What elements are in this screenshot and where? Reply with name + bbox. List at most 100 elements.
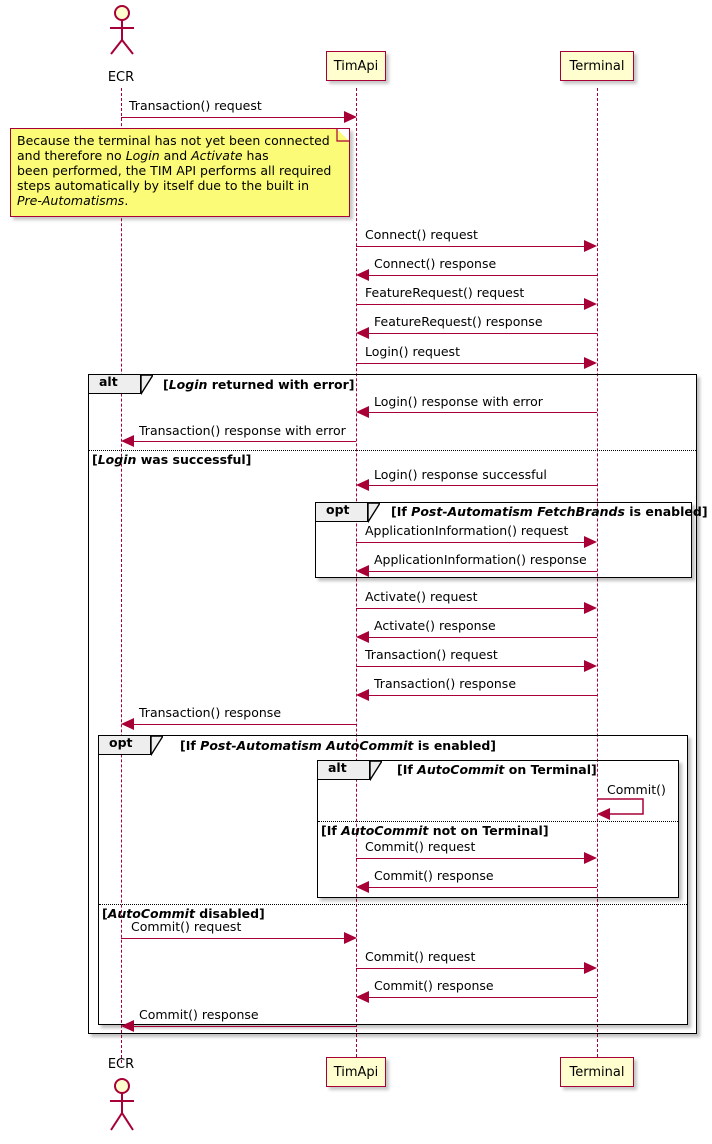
actor-ecr-top[interactable] xyxy=(103,4,141,56)
message-label-commit-request-inner: Commit() request xyxy=(365,839,476,854)
arrowhead-left-connect-response xyxy=(356,269,369,281)
participant-terminal-bottom[interactable]: Terminal xyxy=(560,1057,634,1087)
message-line-activate-request xyxy=(356,608,591,609)
lifeline-terminal xyxy=(597,88,598,1057)
note-line-3: been performed, the TIM API performs all… xyxy=(17,163,332,178)
group-alt-login xyxy=(88,374,697,1034)
message-line-featurerequest-request xyxy=(356,304,591,305)
message-label-login-response-error: Login() response with error xyxy=(374,394,543,409)
arrowhead-right-featurerequest-request xyxy=(584,298,597,310)
message-line-commit-request-term xyxy=(356,968,591,969)
group-opt-autocommit-else-label: [AutoCommit disabled] xyxy=(102,906,265,921)
message-line-connect-response xyxy=(362,275,597,276)
participant-timapi-top-label: TimApi xyxy=(333,58,379,74)
arrowhead-left-commit-response-term xyxy=(356,991,369,1003)
group-opt-autocommit-tab: opt xyxy=(99,736,151,755)
participant-terminal-top[interactable]: Terminal xyxy=(560,51,634,81)
arrowhead-left-login-response-error xyxy=(356,406,369,418)
message-line-login-request xyxy=(356,363,591,364)
note-fold-icon xyxy=(336,129,349,142)
arrowhead-right-appinfo-request xyxy=(584,536,597,548)
arrowhead-left-commit-response-ecr xyxy=(121,1020,134,1032)
message-label-commit-request-term: Commit() request xyxy=(365,949,476,964)
message-line-activate-response xyxy=(362,637,597,638)
message-line-connect-request xyxy=(356,246,591,247)
arrowhead-left-appinfo-response xyxy=(356,565,369,577)
arrowhead-left-transaction-response-inner xyxy=(356,689,369,701)
arrowhead-right-transaction-request-2 xyxy=(584,660,597,672)
message-line-transaction-request xyxy=(121,117,351,118)
message-label-connect-response: Connect() response xyxy=(374,256,497,271)
arrowhead-left-activate-response xyxy=(356,631,369,643)
participant-timapi-bottom-label: TimApi xyxy=(333,1064,379,1080)
actor-ecr-top-label: ECR xyxy=(107,70,135,85)
message-label-commit-response-ecr: Commit() response xyxy=(139,1007,259,1022)
message-label-transaction-response-error: Transaction() response with error xyxy=(139,423,346,438)
participant-timapi-top[interactable]: TimApi xyxy=(326,51,386,81)
message-label-appinfo-request: ApplicationInformation() request xyxy=(365,523,569,538)
arrowhead-right-commit-request-inner xyxy=(584,852,597,864)
group-opt-fetchbrands-keyword: opt xyxy=(326,502,350,517)
group-alt-autocommit-terminal-else-label: [If AutoCommit not on Terminal] xyxy=(321,823,549,838)
note-pre-automatisms: Because the terminal has not yet been co… xyxy=(10,128,350,217)
message-line-appinfo-response xyxy=(362,571,597,572)
arrowhead-left-transaction-response-error xyxy=(121,435,134,447)
message-label-commit-self: Commit() xyxy=(607,782,666,797)
group-alt-autocommit-terminal-tab: alt xyxy=(318,761,370,780)
note-line-1: Because the terminal has not yet been co… xyxy=(17,133,330,148)
message-label-featurerequest-response: FeatureRequest() response xyxy=(374,314,543,329)
arrowhead-right-commit-request-term xyxy=(584,962,597,974)
message-label-transaction-response-inner: Transaction() response xyxy=(374,676,517,691)
note-line-5: Pre-Automatisms. xyxy=(17,193,129,208)
group-alt-autocommit-terminal-tab-corner-icon xyxy=(370,761,382,781)
group-opt-autocommit-keyword: opt xyxy=(109,735,133,750)
message-label-appinfo-response: ApplicationInformation() response xyxy=(374,552,587,567)
message-line-transaction-request-2 xyxy=(356,666,591,667)
group-opt-fetchbrands-tab: opt xyxy=(316,503,368,522)
group-alt-autocommit-terminal xyxy=(317,760,679,898)
message-label-login-response-successful: Login() response successful xyxy=(374,467,547,482)
message-line-commit-response-term xyxy=(362,997,597,998)
group-alt-login-title: [Login returned with error] xyxy=(163,377,355,392)
message-label-connect-request: Connect() request xyxy=(365,227,478,242)
arrowhead-right-transaction-request xyxy=(344,111,357,123)
lifeline-timapi xyxy=(356,88,357,1057)
message-label-featurerequest-request: FeatureRequest() request xyxy=(365,285,525,300)
message-line-transaction-response-inner xyxy=(362,695,597,696)
message-line-transaction-response-error xyxy=(127,441,356,442)
message-line-commit-request-inner xyxy=(356,858,591,859)
actor-ecr-bottom[interactable] xyxy=(103,1076,141,1132)
message-line-commit-request-ecr xyxy=(121,938,351,939)
arrowhead-right-login-request xyxy=(584,357,597,369)
group-alt-login-tab-corner-icon xyxy=(141,375,153,395)
group-opt-fetchbrands-title: [If Post-Automatism FetchBrands is enabl… xyxy=(391,504,708,519)
message-label-transaction-response-ecr: Transaction() response xyxy=(139,705,282,720)
message-line-commit-response-ecr xyxy=(127,1026,356,1027)
arrowhead-left-featurerequest-response xyxy=(356,327,369,339)
group-opt-autocommit-title: [If Post-Automatism AutoCommit is enable… xyxy=(180,738,497,753)
message-line-transaction-response-ecr xyxy=(127,724,356,725)
message-label-activate-response: Activate() response xyxy=(374,618,496,633)
group-alt-login-tab: alt xyxy=(89,375,141,394)
group-opt-fetchbrands xyxy=(315,502,692,578)
participant-timapi-bottom[interactable]: TimApi xyxy=(326,1057,386,1087)
arrowhead-left-transaction-response-ecr xyxy=(121,718,134,730)
lifeline-ecr xyxy=(121,88,122,1063)
message-line-login-response-successful xyxy=(362,485,597,486)
group-opt-autocommit xyxy=(98,735,688,1025)
group-alt-autocommit-terminal-divider xyxy=(318,821,678,822)
arrowhead-left-commit-self xyxy=(597,808,610,820)
arrowhead-left-login-response-successful xyxy=(356,479,369,491)
message-line-commit-response-inner xyxy=(362,887,597,888)
group-alt-autocommit-terminal-keyword: alt xyxy=(328,760,347,775)
group-opt-autocommit-tab-corner-icon xyxy=(151,736,163,756)
group-alt-login-keyword: alt xyxy=(99,374,118,389)
participant-terminal-bottom-label: Terminal xyxy=(569,1064,625,1080)
group-alt-autocommit-terminal-title: [If AutoCommit on Terminal] xyxy=(397,762,597,777)
message-label-commit-response-term: Commit() response xyxy=(374,978,494,993)
arrowhead-right-connect-request xyxy=(584,240,597,252)
group-opt-fetchbrands-tab-corner-icon xyxy=(368,503,380,523)
group-alt-login-divider xyxy=(89,450,696,451)
arrowhead-right-activate-request xyxy=(584,602,597,614)
